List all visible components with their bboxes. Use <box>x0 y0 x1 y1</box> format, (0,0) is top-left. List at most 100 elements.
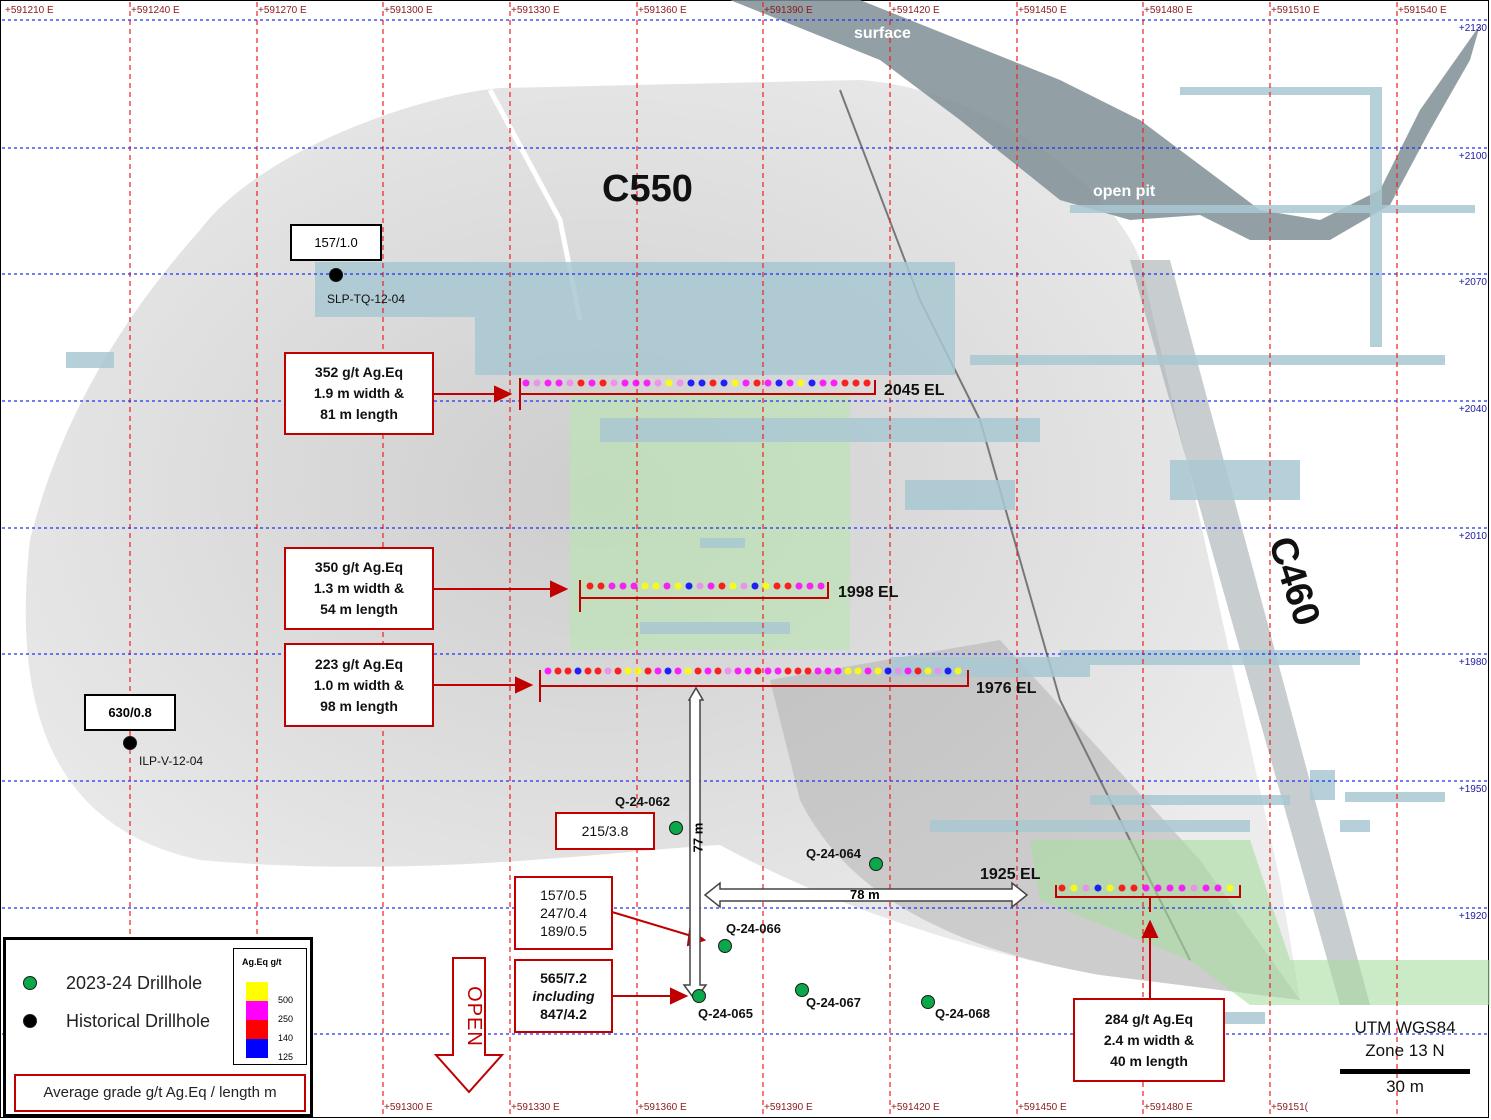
elevation-label: +1980 <box>1458 657 1487 668</box>
assay-sample <box>704 667 712 675</box>
assay-sample <box>954 667 962 675</box>
projection-line2: Zone 13 N <box>1365 1041 1445 1060</box>
easting-label: +591240 E <box>131 5 180 16</box>
grade-scale-value: 250 <box>278 1014 294 1024</box>
assay-sample <box>714 667 722 675</box>
assay-sample <box>742 379 750 387</box>
assay-sample <box>676 379 684 387</box>
easting-label: +591270 E <box>258 5 307 16</box>
assay-sample <box>830 379 838 387</box>
elevation-label: +2100 <box>1458 151 1487 162</box>
assay-sample <box>597 582 605 590</box>
assay-sample <box>841 379 849 387</box>
drillhole-label: Q-24-068 <box>935 1006 990 1021</box>
grade-scale-title: Ag.Eq g/t <box>242 957 282 967</box>
assay-sample <box>794 667 802 675</box>
assay-samples <box>522 379 1234 892</box>
vertical-dimension-label: 77 m <box>690 822 706 853</box>
new-drillhole-marker <box>692 989 706 1003</box>
easting-label: +591480 E <box>1144 5 1193 16</box>
assay-sample <box>1226 884 1234 892</box>
assay-sample <box>641 582 649 590</box>
drillhole-label: Q-24-067 <box>806 995 861 1010</box>
assay-sample <box>720 379 728 387</box>
level-1998: 1998 EL <box>838 584 899 601</box>
assay-sample <box>914 667 922 675</box>
assay-sample <box>764 667 772 675</box>
grade-scale-value: 140 <box>278 1033 294 1043</box>
drillhole-label: Q-24-064 <box>806 846 861 861</box>
vertical-dimension-arrow <box>682 686 708 1002</box>
assay-sample <box>643 379 651 387</box>
assay-sample <box>1202 884 1210 892</box>
surface-topography <box>730 0 1480 240</box>
assay-sample <box>608 582 616 590</box>
projection-info: UTM WGS84 Zone 13 N 30 m <box>1330 1018 1480 1097</box>
easting-label: +591360 E <box>638 1102 687 1113</box>
drillhole-label: SLP-TQ-12-04 <box>327 292 406 306</box>
callout-slp: 157/1.0 <box>290 224 382 261</box>
assay-sample <box>624 667 632 675</box>
assay-sample <box>754 667 762 675</box>
assay-sample <box>586 582 594 590</box>
assay-sample <box>1106 884 1114 892</box>
easting-label: +591450 E <box>1018 5 1067 16</box>
assay-sample <box>804 667 812 675</box>
horizontal-dimension-label: 78 m <box>850 887 880 902</box>
assay-sample <box>806 582 814 590</box>
assay-sample <box>574 667 582 675</box>
assay-sample <box>744 667 752 675</box>
assay-sample <box>854 667 862 675</box>
assay-sample <box>819 379 827 387</box>
new-drillhole-marker <box>795 983 809 997</box>
assay-sample <box>1130 884 1138 892</box>
open-label: OPEN <box>462 986 485 1047</box>
assay-sample <box>663 582 671 590</box>
easting-label: +591510 E <box>1271 5 1320 16</box>
drillhole-label: ILP-V-12-04 <box>139 754 204 768</box>
assay-sample <box>604 667 612 675</box>
assay-sample <box>764 379 772 387</box>
assay-sample <box>724 667 732 675</box>
mineralized-zone-c460 <box>1030 840 1490 1005</box>
assay-sample <box>774 667 782 675</box>
easting-label: +591420 E <box>891 5 940 16</box>
assay-sample <box>544 667 552 675</box>
assay-sample <box>924 667 932 675</box>
surface-label: surface <box>854 25 911 42</box>
assay-sample <box>934 667 942 675</box>
legend-new-drillhole: 2023-24 Drillhole <box>66 973 203 993</box>
assay-sample <box>630 582 638 590</box>
assay-sample <box>544 379 552 387</box>
new-drillhole-marker <box>869 857 883 871</box>
easting-label: +591300 E <box>384 1102 433 1113</box>
assay-sample <box>753 379 761 387</box>
easting-label: +591300 E <box>384 5 433 16</box>
assay-sample <box>784 582 792 590</box>
assay-sample <box>1166 884 1174 892</box>
assay-sample <box>874 667 882 675</box>
assay-sample <box>632 379 640 387</box>
level-2045: 2045 EL <box>884 382 945 399</box>
elevation-label: +2040 <box>1458 404 1487 415</box>
assay-sample <box>533 379 541 387</box>
easting-label: +59151( <box>1271 1102 1308 1113</box>
assay-sample <box>644 667 652 675</box>
assay-sample <box>1190 884 1198 892</box>
new-drillhole-marker <box>669 821 683 835</box>
callout-arrows <box>433 385 1159 1005</box>
assay-sample <box>599 379 607 387</box>
assay-sample <box>652 582 660 590</box>
assay-sample <box>844 667 852 675</box>
assay-sample <box>588 379 596 387</box>
assay-sample <box>1058 884 1066 892</box>
assay-sample <box>814 667 822 675</box>
scale-bar <box>1340 1069 1470 1074</box>
assay-sample <box>698 379 706 387</box>
assay-sample <box>1142 884 1150 892</box>
easting-label: +591390 E <box>764 5 813 16</box>
